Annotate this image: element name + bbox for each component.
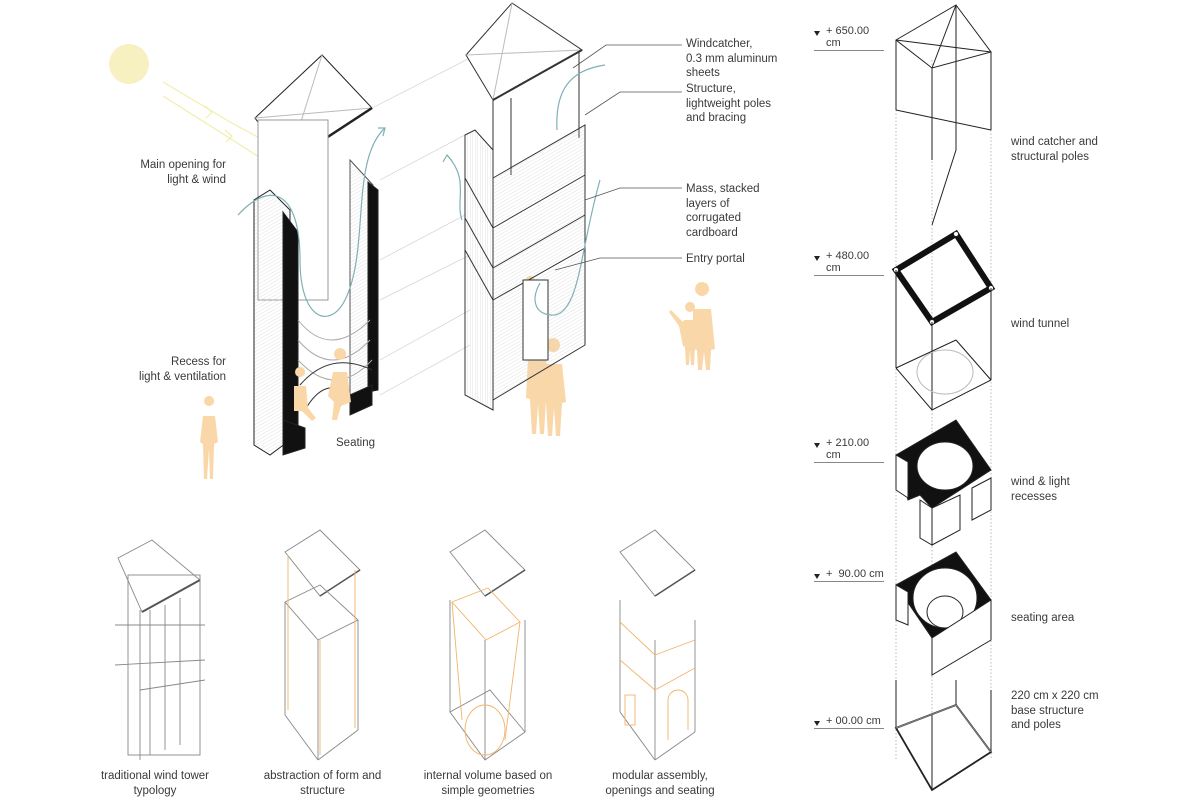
level-desc-seating: seating area [1011, 612, 1075, 624]
projection-lines [371, 57, 471, 396]
right-roof [465, 2, 583, 101]
evolution-step-1 [114, 539, 206, 760]
layer-base-structure [894, 680, 993, 792]
elevation-value: + 210.00 cm [826, 437, 870, 461]
elevation-triangle-icon [814, 721, 820, 726]
elevation-marker-480: + 480.00 cm [814, 250, 884, 276]
exploded-axonometric [891, 4, 996, 792]
elevation-value: + 480.00 cm [826, 250, 870, 274]
person-seated-2 [294, 367, 316, 421]
caption-step-4: modular assembly, openings and seating [605, 770, 715, 797]
elevation-marker-0: + 00.00 cm [814, 715, 884, 729]
person-seated-1 [328, 348, 351, 420]
person-pair-1 [526, 331, 550, 434]
wind-flow-arrow [237, 127, 386, 317]
layer-wind-tunnel [891, 229, 996, 411]
label-mass: Mass, stacked layers of corrugated cardb… [686, 183, 760, 239]
person-pointing-adult [693, 282, 715, 370]
elevation-marker-650: + 650.00 cm [814, 25, 884, 51]
evolution-step-4 [619, 529, 696, 761]
elevation-marker-210: + 210.00 cm [814, 437, 884, 463]
elevation-triangle-icon [814, 574, 820, 579]
label-main-opening: Main opening for light & wind [140, 159, 226, 186]
leader-lines [554, 44, 682, 271]
elevation-triangle-icon [814, 443, 820, 448]
level-desc-base: 220 cm x 220 cm base structure and poles [1011, 690, 1099, 731]
person-pair-2 [542, 338, 566, 436]
label-recess: Recess for light & ventilation [139, 356, 226, 383]
caption-step-2: abstraction of form and structure [263, 770, 382, 797]
caption-step-1: traditional wind tower typology [100, 770, 210, 797]
elevation-triangle-icon [814, 256, 820, 261]
elevation-value: + 650.00 cm [826, 25, 870, 49]
level-desc-wind-tunnel: wind tunnel [1011, 318, 1070, 330]
caption-step-3: internal volume based on simple geometri… [423, 770, 553, 797]
label-structure: Structure, lightweight poles and bracing [686, 83, 772, 124]
elevation-value: + 00.00 cm [826, 715, 881, 727]
label-seating: Seating [336, 437, 376, 449]
elevation-marker-90: + 90.00 cm [814, 568, 884, 582]
level-desc-recesses: wind & light recesses [1011, 476, 1070, 503]
layer-wind-catcher [895, 4, 992, 226]
elevation-value: + 90.00 cm [826, 568, 884, 580]
layer-seating-area [895, 551, 992, 676]
label-windcatcher: Windcatcher, 0.3 mm aluminum sheets [686, 38, 778, 79]
level-desc-wind-catcher: wind catcher and structural poles [1011, 136, 1098, 163]
label-entry-portal: Entry portal [686, 253, 745, 265]
left-tower-section [237, 54, 386, 456]
person-pointing-child [669, 302, 698, 365]
person-standing-left [200, 396, 218, 479]
sun-icon [109, 44, 149, 84]
elevation-triangle-icon [814, 31, 820, 36]
layer-wind-light-recesses [895, 419, 992, 546]
right-tower-elevation [442, 2, 606, 411]
evolution-step-2 [284, 529, 361, 761]
evolution-step-3 [449, 529, 526, 761]
